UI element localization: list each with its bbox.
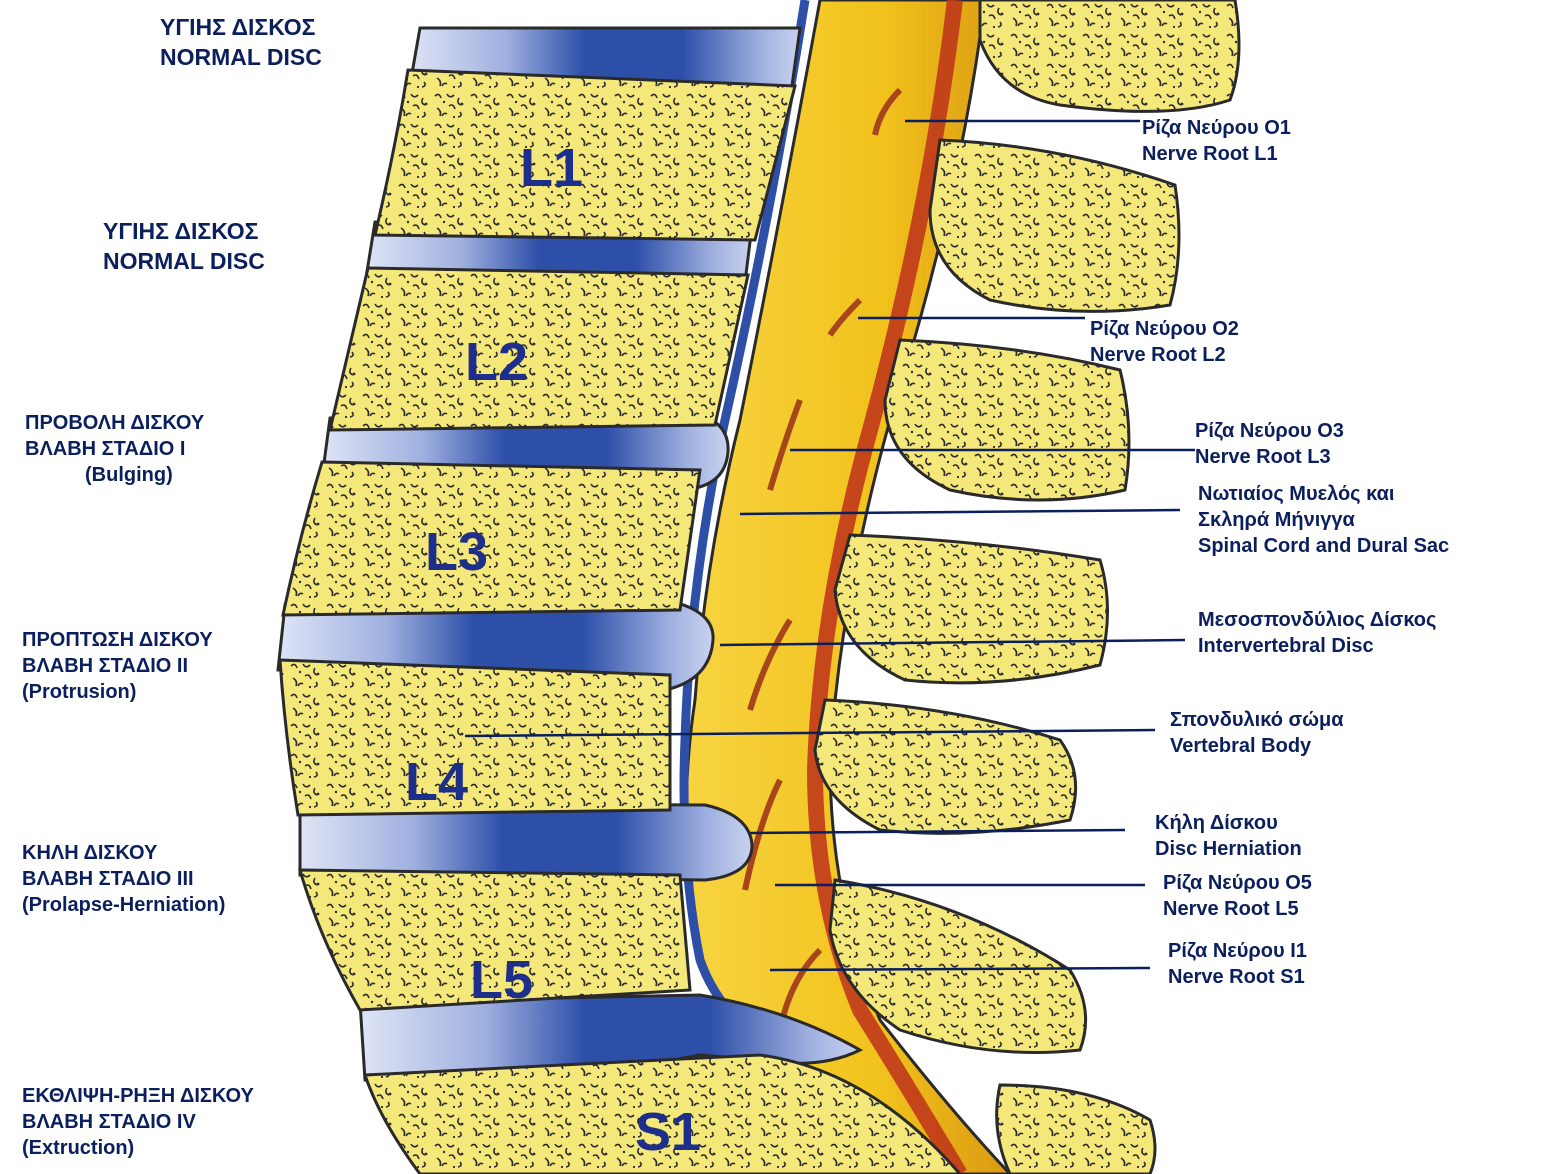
label-l2: L2 [465, 332, 528, 392]
posterior-element-5 [815, 700, 1076, 833]
label-root-l3: Ρίζα Νεύρου Ο3 Nerve Root L3 [1195, 418, 1344, 470]
label-protrusion: ΠΡΟΠΤΩΣΗ ΔΙΣΚΟΥ ΒΛΑΒΗ ΣΤΑΔΙΟ ΙΙ (Protrus… [22, 627, 213, 705]
label-normal-disc-2: ΥΓΙΗΣ ΔΙΣΚΟΣ NORMAL DISC [103, 216, 265, 276]
label-l1: L1 [520, 138, 583, 198]
vertebra-l1 [375, 70, 795, 240]
label-l3: L3 [425, 522, 488, 582]
vertebra-l2 [330, 268, 748, 430]
vertebra-l4 [280, 660, 670, 815]
label-root-s1: Ρίζα Νεύρου Ι1 Nerve Root S1 [1168, 938, 1307, 990]
posterior-element-4 [835, 535, 1108, 683]
label-s1: S1 [635, 1102, 701, 1162]
posterior-element-1 [980, 0, 1239, 111]
label-l4: L4 [405, 752, 468, 812]
label-vertebral-body: Σπονδυλικό σώμα Vertebral Body [1170, 707, 1344, 759]
label-normal-disc-1: ΥΓΙΗΣ ΔΙΣΚΟΣ NORMAL DISC [160, 12, 322, 72]
label-root-l2: Ρίζα Νεύρου Ο2 Nerve Root L2 [1090, 316, 1239, 368]
vertebra-l3 [283, 462, 700, 615]
label-extrusion: ΕΚΘΛΙΨΗ-ΡΗΞΗ ΔΙΣΚΟΥ ΒΛΑΒΗ ΣΤΑΔΙΟ IV (Ext… [22, 1083, 254, 1161]
label-prolapse: ΚΗΛΗ ΔΙΣΚΟΥ ΒΛΑΒΗ ΣΤΑΔΙΟ ΙΙΙ (Prolapse-H… [22, 840, 225, 918]
label-root-l1: Ρίζα Νεύρου Ο1 Nerve Root L1 [1142, 115, 1291, 167]
label-root-l5: Ρίζα Νεύρου Ο5 Nerve Root L5 [1163, 870, 1312, 922]
label-bulging: ΠΡΟΒΟΛΗ ΔΙΣΚΟΥ ΒΛΑΒΗ ΣΤΑΔΙΟ Ι (Bulging) [25, 410, 204, 488]
label-intervertebral-disc: Μεσοσπονδύλιος Δίσκος Intervertebral Dis… [1198, 607, 1436, 659]
label-spinal-cord: Νωτιαίος Μυελός και Σκληρά Μήνιγγα Spina… [1198, 481, 1449, 559]
posterior-element-7 [997, 1085, 1155, 1174]
label-disc-herniation: Κήλη Δίσκου Disc Herniation [1155, 810, 1302, 862]
label-l5: L5 [470, 950, 533, 1010]
